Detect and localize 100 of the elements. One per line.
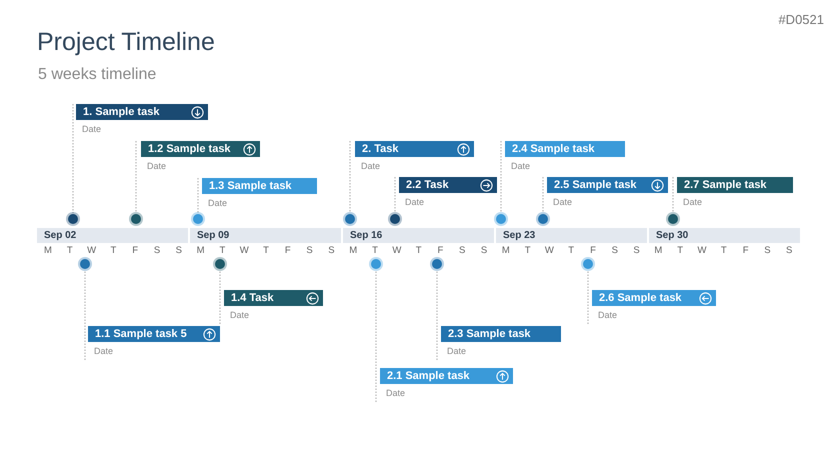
weekday-label: T	[109, 245, 118, 256]
weekday-label: F	[436, 245, 444, 256]
leader-line	[394, 176, 396, 214]
task-date: Date	[683, 197, 702, 207]
week-header: Sep 02	[37, 228, 188, 243]
milestone-dot	[215, 259, 225, 269]
task-title: 1.4 Task	[231, 291, 274, 306]
weekday-label: W	[696, 245, 708, 256]
slide-code: #D0521	[778, 12, 824, 27]
milestone-dot	[371, 259, 381, 269]
week-header: Sep 16	[343, 228, 494, 243]
task-bar	[76, 104, 208, 120]
week-header: Sep 23	[496, 228, 647, 243]
task-date: Date	[94, 346, 114, 356]
task-title: 2.7 Sample task	[684, 178, 767, 193]
task-title: 2.2 Task	[406, 178, 449, 193]
week-header: Sep 09	[190, 228, 341, 243]
milestone-dot	[432, 259, 442, 269]
leader-line	[542, 176, 544, 214]
task-date: Date	[208, 198, 228, 208]
task-date: Date	[386, 388, 406, 398]
weekday-label: S	[610, 245, 619, 256]
task-title: 1. Sample task	[83, 105, 160, 120]
weekday-label: M	[653, 245, 664, 256]
weekday-label: T	[66, 245, 74, 256]
weekday-label: S	[632, 245, 641, 256]
task-date: Date	[553, 197, 572, 207]
milestone-dot	[668, 214, 678, 224]
weekday-label: T	[262, 245, 270, 256]
weekday-label: W	[238, 245, 250, 256]
weekday-label: F	[284, 245, 292, 256]
title: Project Timeline	[37, 28, 215, 57]
task-bar	[88, 326, 220, 342]
task-bar	[202, 178, 317, 194]
weekday-label: M	[43, 245, 53, 256]
weekday-label: W	[544, 245, 555, 256]
task-title: 1.1 Sample task 5	[95, 327, 187, 342]
weekday-label: M	[348, 245, 358, 256]
weekday-label: S	[763, 245, 772, 256]
task-title: 2.5 Sample task	[554, 178, 637, 193]
weekday-label: F	[589, 245, 597, 256]
week-header: Sep 30	[649, 228, 800, 243]
weekday-label: F	[131, 245, 140, 256]
task-bar	[441, 326, 561, 342]
task-bar	[141, 141, 260, 157]
weekday-label: S	[480, 245, 488, 256]
weekday-label: T	[567, 245, 576, 256]
task-date: Date	[361, 161, 380, 171]
weekday-label: S	[305, 245, 314, 256]
task-date: Date	[447, 346, 466, 356]
task-date: Date	[511, 161, 530, 171]
task-bar	[505, 141, 625, 157]
weekday-label: T	[371, 245, 379, 256]
task-bar	[355, 141, 474, 157]
task-date: Date	[82, 124, 102, 134]
weekday-label: T	[524, 245, 532, 256]
task-date: Date	[147, 161, 166, 171]
weekday-label: W	[86, 245, 98, 256]
weekday-label: T	[676, 245, 684, 256]
leader-line	[500, 140, 502, 214]
weekday-label: T	[218, 245, 226, 256]
milestone-dot	[193, 214, 203, 224]
leader-line	[672, 176, 674, 214]
weekday-label: F	[742, 245, 750, 256]
task-date: Date	[405, 197, 424, 207]
task-title: 2.3 Sample task	[448, 327, 531, 342]
milestone-dot	[583, 259, 593, 269]
weekday-label: M	[196, 245, 206, 256]
weekday-label: M	[500, 245, 511, 256]
task-bar	[677, 177, 793, 193]
weekday-label: T	[720, 245, 728, 256]
subtitle: 5 weeks timeline	[38, 66, 156, 84]
task-bar	[399, 177, 497, 193]
task-title: 2.1 Sample task	[387, 369, 470, 384]
task-bar	[592, 290, 716, 306]
leader-line	[436, 270, 438, 360]
milestone-dot	[538, 214, 548, 224]
milestone-dot	[80, 259, 90, 269]
task-title: 1.2 Sample task	[148, 142, 231, 157]
milestone-dot	[68, 214, 78, 224]
milestone-dot	[390, 214, 400, 224]
weekday-label: S	[152, 245, 162, 256]
weekday-label: W	[391, 245, 402, 256]
task-title: 2.4 Sample task	[512, 142, 595, 157]
leader-line	[84, 270, 86, 360]
milestone-dot	[345, 214, 355, 224]
weekday-label: S	[458, 245, 466, 256]
task-date: Date	[598, 310, 618, 320]
weekday-label: S	[327, 245, 336, 256]
weekday-label: S	[785, 245, 794, 256]
weekday-label: S	[174, 245, 183, 256]
task-bar	[224, 290, 323, 306]
milestone-dot	[496, 214, 506, 224]
task-date: Date	[230, 310, 250, 320]
task-bar	[547, 177, 668, 193]
weekday-label: T	[414, 245, 422, 256]
task-title: 2. Task	[362, 142, 398, 157]
task-bar	[380, 368, 513, 384]
milestone-dot	[131, 214, 141, 224]
leader-line	[72, 104, 74, 214]
